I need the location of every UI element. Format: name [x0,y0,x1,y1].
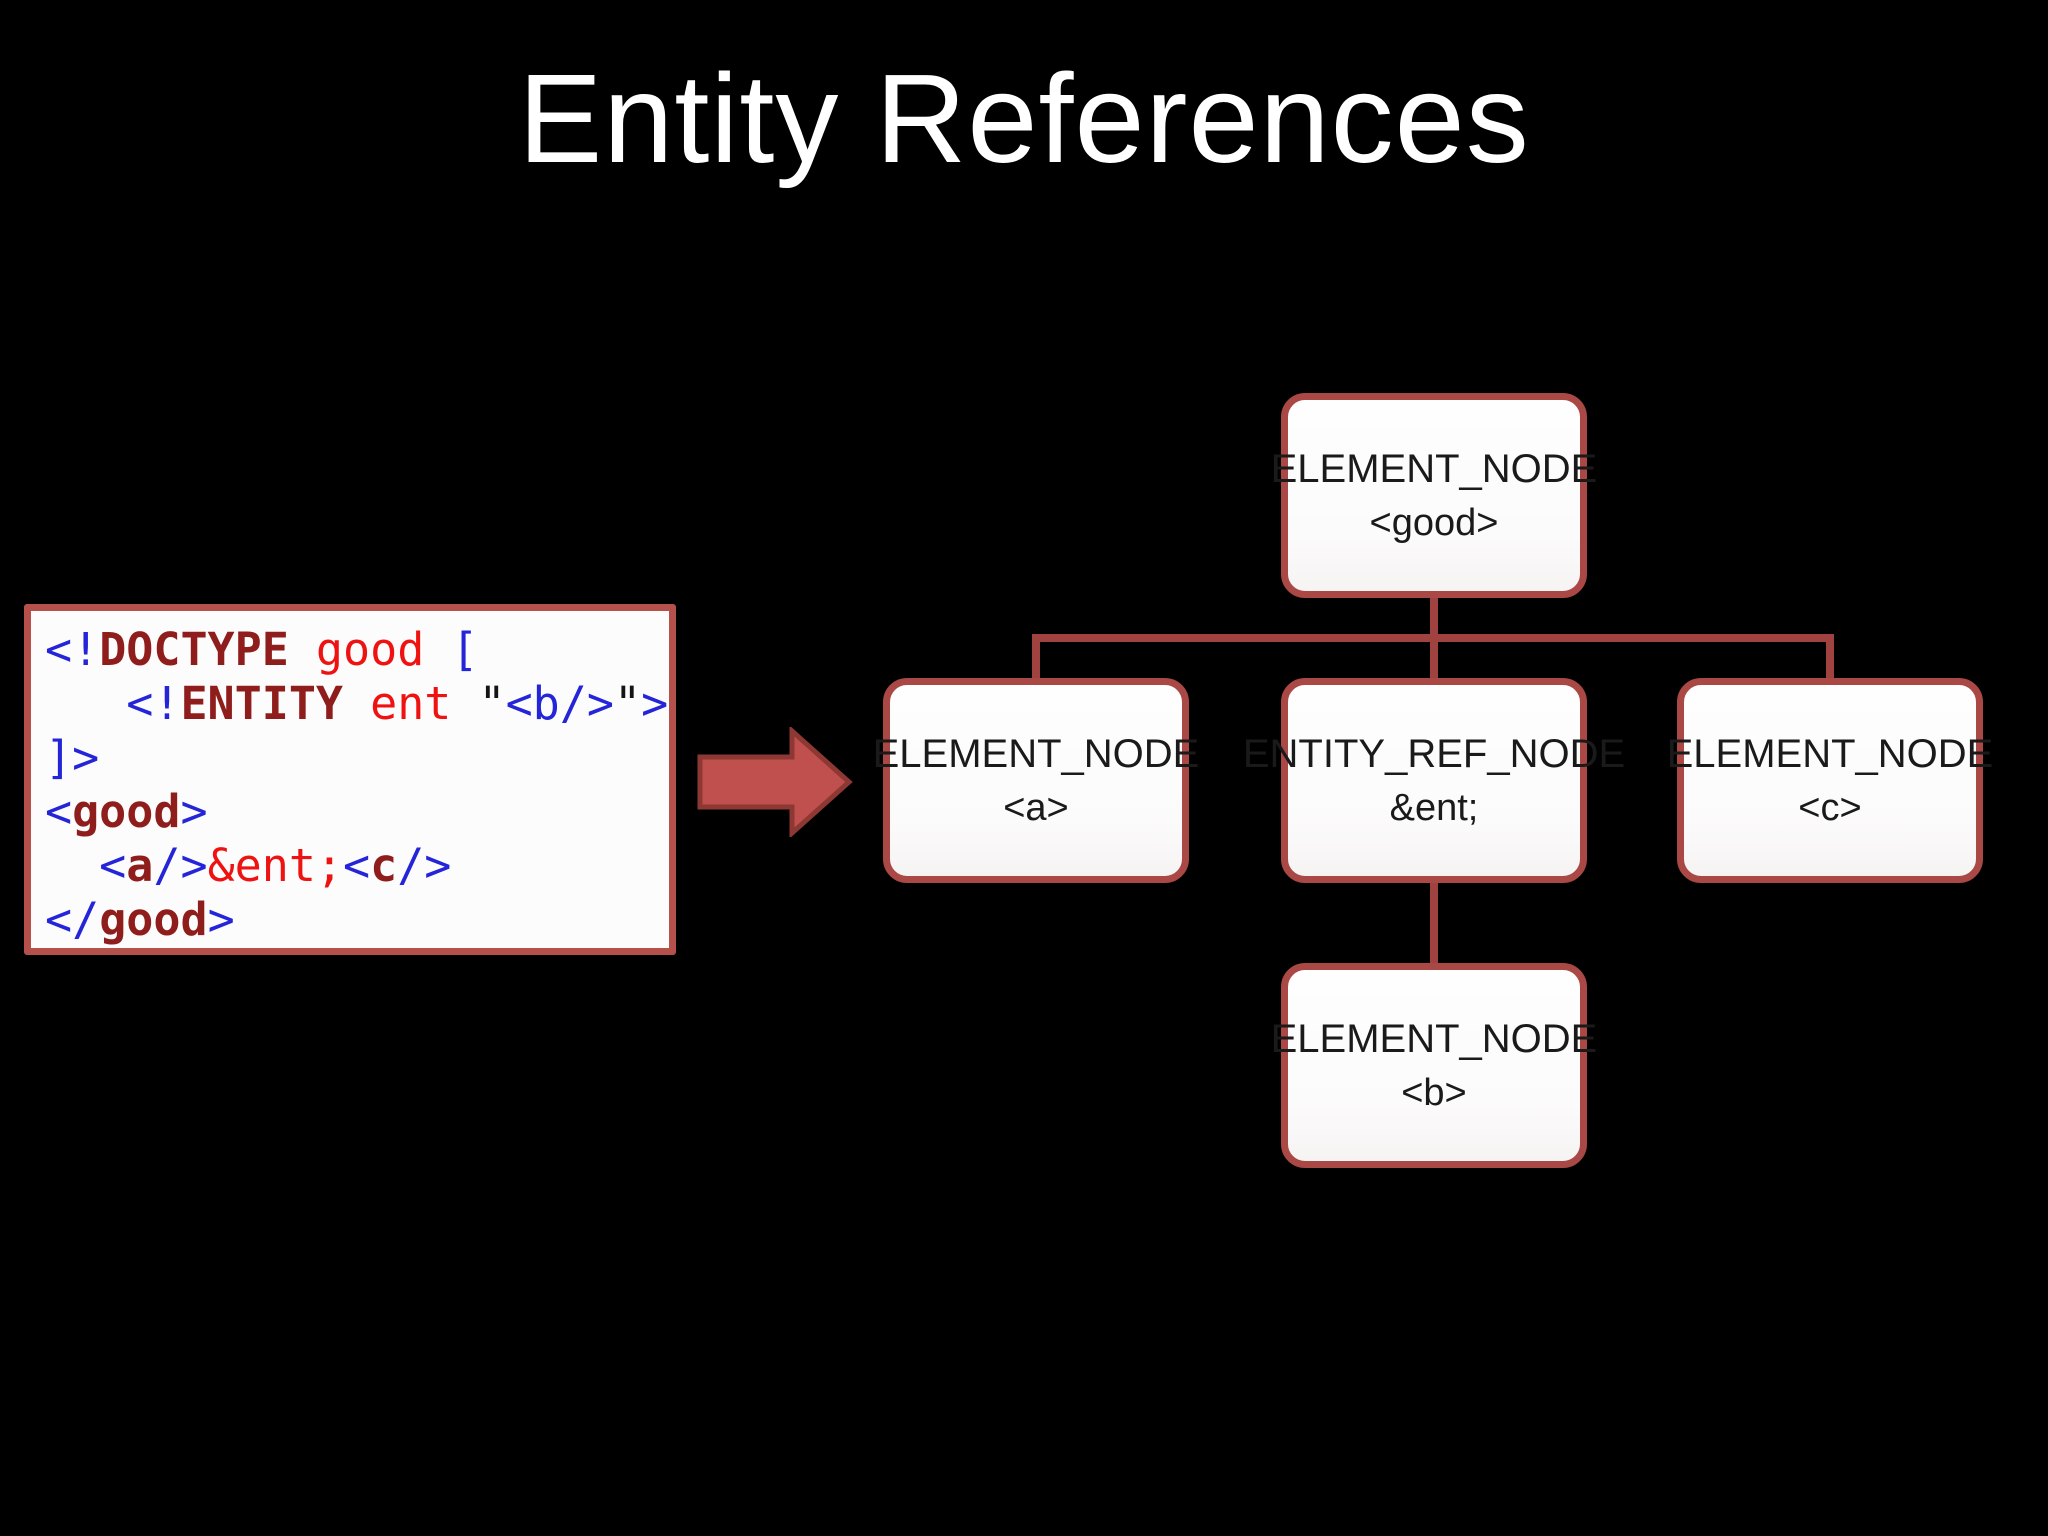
code-token: <! [45,623,100,676]
code-line: <!DOCTYPE good [ [45,623,669,677]
node-value-label: <c> [1798,787,1862,829]
code-line: <a/>&ent;<c/> [45,839,669,893]
code-token: ENTITY [180,677,344,730]
node-value-label: <b> [1401,1072,1467,1114]
connector-good-down [1430,597,1438,636]
code-token: /> [153,839,208,892]
node-element-c: ELEMENT_NODE <c> [1667,678,1993,883]
code-token: < [45,785,73,838]
code-token: <! [45,677,181,730]
code-token: &ent; [207,839,344,892]
code-token: c [370,839,398,892]
code-token: ent [343,677,479,730]
code-token: " [613,677,642,730]
code-token: < [45,839,127,892]
code-token: </ [45,893,100,946]
code-token: good [72,785,181,838]
node-type-label: ELEMENT_NODE [1270,1017,1598,1061]
node-type-label: ENTITY_REF_NODE [1242,732,1626,776]
code-line: <!ENTITY ent "<b/>"> [45,677,669,731]
code-token: > [180,785,208,838]
node-type-label: ELEMENT_NODE [1270,447,1598,491]
node-type-label: ELEMENT_NODE [1666,732,1994,776]
node-value-label: <a> [1003,787,1069,829]
xml-code-panel: <!DOCTYPE good [ <!ENTITY ent "<b/>"> ]>… [24,604,676,955]
connector-drop-c [1826,634,1834,682]
code-line: <good> [45,785,669,839]
node-value-label: <good> [1369,502,1499,544]
code-token: " [478,677,506,730]
right-arrow-icon [697,725,853,839]
code-line: </good> [45,893,669,947]
node-element-a: ELEMENT_NODE <a> [873,678,1199,883]
code-token: <b/> [505,677,614,730]
code-token: > [207,893,235,946]
connector-drop-a [1032,634,1040,682]
connector-ent-b [1430,880,1438,967]
code-token: good [288,623,452,676]
code-token: DOCTYPE [99,623,289,676]
node-value-label: &ent; [1389,787,1479,829]
code-token: ]> [45,731,100,784]
code-line: ]> [45,731,669,785]
code-token: a [126,839,154,892]
node-element-b: ELEMENT_NODE <b> [1271,963,1597,1168]
code-token: [ [451,623,479,676]
node-type-label: ELEMENT_NODE [872,732,1200,776]
code-token: < [343,839,371,892]
page-title: Entity References [518,48,1530,189]
node-entity-ref: ENTITY_REF_NODE &ent; [1243,678,1625,883]
code-token: good [99,893,208,946]
node-element-good: ELEMENT_NODE <good> [1271,393,1597,598]
code-token: /> [397,839,452,892]
connector-drop-ent [1430,634,1438,682]
code-token: > [641,677,669,730]
